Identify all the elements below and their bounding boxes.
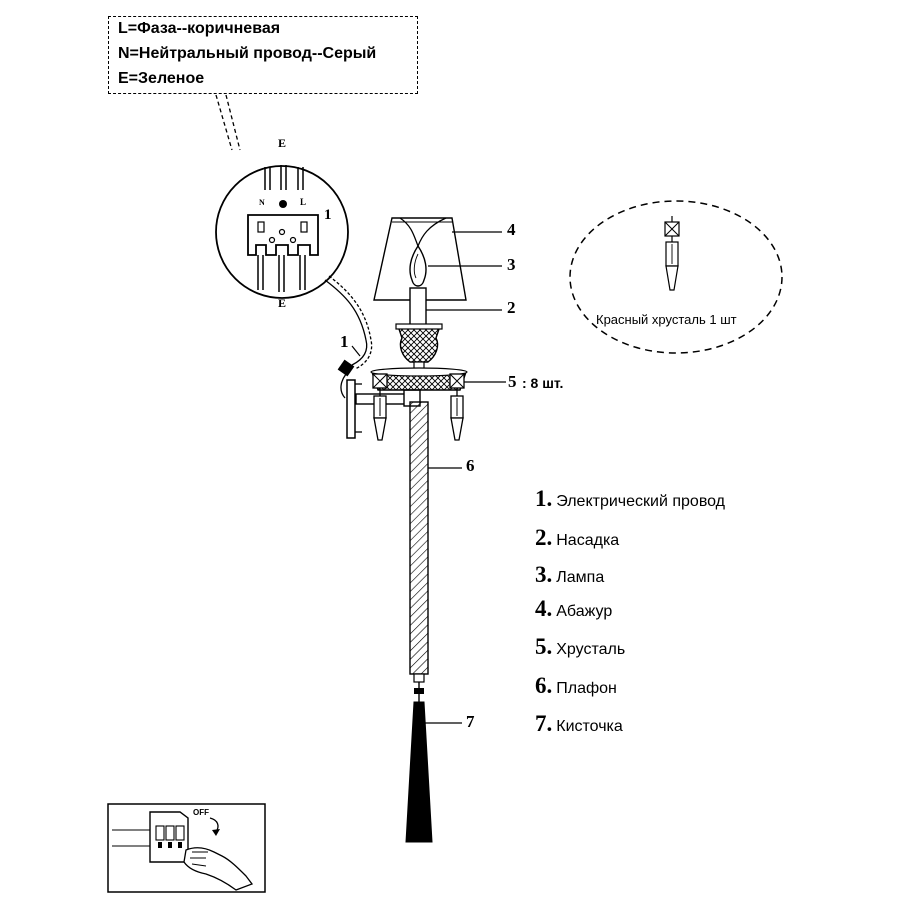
crystal-pendant-right <box>449 373 465 441</box>
part-label: Плафон <box>556 680 617 697</box>
crystal-plate <box>370 367 468 391</box>
part-number: 2. <box>535 525 553 550</box>
callout-1: 1 <box>340 332 349 351</box>
part-label: Насадка <box>556 532 620 549</box>
part-label: Электрический провод <box>556 493 726 510</box>
part-label: Абажур <box>556 603 613 620</box>
cable-to-lamp <box>324 275 373 370</box>
part-number: 7. <box>535 711 553 736</box>
candle-sleeve <box>409 287 427 327</box>
terminal-top-e-label: E <box>278 136 287 150</box>
switch-off-instruction <box>107 803 266 893</box>
switch-off-label: OFF <box>193 808 209 817</box>
callout-5-quantity: : 8 шт. <box>522 375 564 391</box>
callout-4: 4 <box>507 220 516 239</box>
part-number: 3. <box>535 562 553 587</box>
crystal-pendant-left <box>372 373 388 441</box>
decorative-column <box>409 401 429 683</box>
tassel <box>405 682 433 843</box>
red-crystal-note: Красный хрусталь 1 шт <box>596 312 737 327</box>
part-label: Лампа <box>556 569 605 586</box>
terminal-block-detail <box>215 165 349 299</box>
terminal-l-label: L <box>300 197 307 207</box>
part-item-2: 2.Насадка <box>535 525 619 551</box>
red-crystal-detail <box>569 200 783 354</box>
part-number: 6. <box>535 673 553 698</box>
callout-3: 3 <box>507 255 516 274</box>
part-item-5: 5.Хрусталь <box>535 634 625 660</box>
bobeche-cup <box>395 323 443 371</box>
terminal-n-label: N <box>259 198 265 207</box>
part-item-1: 1.Электрический провод <box>535 486 725 512</box>
legend-pointer <box>215 94 241 151</box>
candle-bulb <box>409 244 427 287</box>
part-item-7: 7.Кисточка <box>535 711 623 737</box>
part-item-6: 6.Плафон <box>535 673 617 699</box>
legend-line-e: E=Зеленое <box>118 70 205 87</box>
callout-leaders <box>351 231 506 724</box>
callout-2: 2 <box>507 298 516 317</box>
callout-6: 6 <box>466 456 475 475</box>
callout-5: 5 <box>508 372 517 391</box>
terminal-bottom-e-label: E <box>278 296 287 310</box>
callout-7: 7 <box>466 712 475 731</box>
part-number: 4. <box>535 596 553 621</box>
part-item-3: 3.Лампа <box>535 562 604 588</box>
wiring-legend-box <box>108 16 418 94</box>
part-number: 5. <box>535 634 553 659</box>
part-number: 1. <box>535 486 553 511</box>
part-label: Кисточка <box>556 718 623 735</box>
legend-line-n: N=Нейтральный провод--Серый <box>118 45 377 62</box>
part-label: Хрусталь <box>556 641 626 658</box>
legend-line-l: L=Фаза--коричневая <box>118 20 281 37</box>
terminal-ref-label: 1 <box>324 207 332 223</box>
part-item-4: 4.Абажур <box>535 596 612 622</box>
